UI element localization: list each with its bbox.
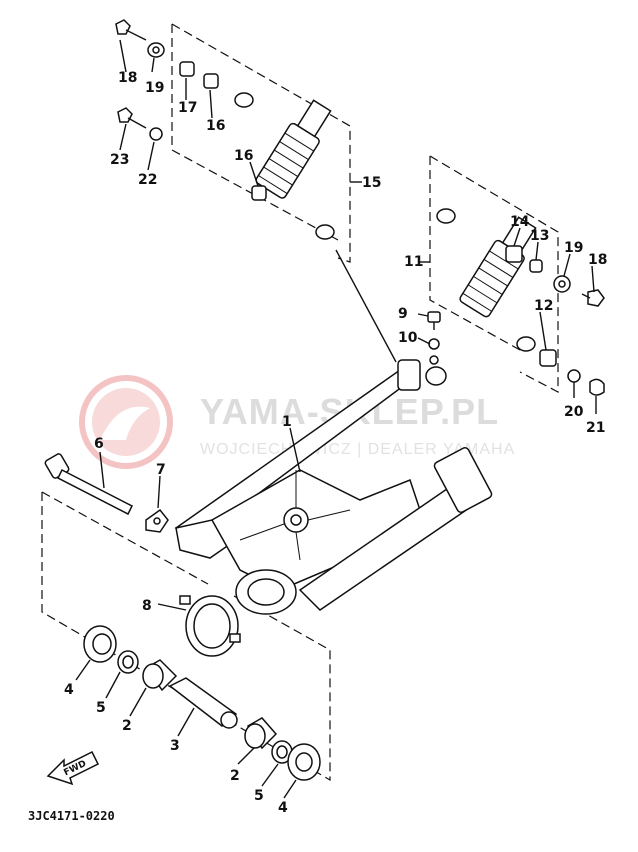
watermark-subtitle: WOJCIECHOWICZ | DEALER YAMAHA <box>200 441 515 458</box>
callout-1: 1 <box>282 414 292 430</box>
group-box-11 <box>429 155 559 393</box>
callout-5-right: 5 <box>254 788 264 804</box>
callout-9: 9 <box>398 306 408 322</box>
hardware-right <box>427 245 605 396</box>
rear-arm-1 <box>174 359 493 615</box>
callout-labels: 18 19 17 16 23 22 16 15 14 13 19 18 11 1… <box>64 70 607 816</box>
callout-13: 13 <box>530 228 549 244</box>
callout-18-top: 18 <box>118 70 137 86</box>
hardware-top-left <box>115 19 267 201</box>
pivot-shaft-6 <box>44 453 134 516</box>
callout-10: 10 <box>398 330 418 346</box>
callout-3: 3 <box>170 738 180 754</box>
callout-2-left: 2 <box>122 718 132 734</box>
callout-16-top: 16 <box>206 118 225 134</box>
leader-lines <box>75 39 597 799</box>
callout-5-left: 5 <box>96 700 106 716</box>
ring-8 <box>179 595 241 657</box>
callout-4-right: 4 <box>278 800 288 816</box>
callout-16-lower: 16 <box>234 148 253 164</box>
callout-7: 7 <box>156 462 166 478</box>
rear-shock-15 <box>234 92 335 240</box>
callout-17: 17 <box>178 100 197 116</box>
callout-15: 15 <box>362 175 381 191</box>
callout-12: 12 <box>534 298 553 314</box>
callout-22: 22 <box>138 172 157 188</box>
callout-23: 23 <box>110 152 129 168</box>
watermark-logo <box>79 375 173 469</box>
plate-7 <box>145 508 169 533</box>
pivot-group-lines <box>41 491 331 782</box>
callout-19-top: 19 <box>145 80 164 96</box>
callout-11: 11 <box>404 254 423 270</box>
bearing-parts <box>83 625 321 781</box>
callout-20: 20 <box>564 404 584 420</box>
callout-2-right: 2 <box>230 768 240 784</box>
callout-18-right: 18 <box>588 252 607 268</box>
callout-8: 8 <box>142 598 152 614</box>
callout-19-right: 19 <box>564 240 583 256</box>
callout-14: 14 <box>510 214 530 230</box>
group-box-15 <box>171 23 351 263</box>
callout-21: 21 <box>586 420 605 436</box>
rear-shock-11 <box>436 208 537 352</box>
fwd-arrow-icon: FWD <box>46 750 100 786</box>
callout-4-left: 4 <box>64 682 74 698</box>
diagram-code: 3JC4171-0220 <box>28 809 115 823</box>
callout-6: 6 <box>94 436 104 452</box>
